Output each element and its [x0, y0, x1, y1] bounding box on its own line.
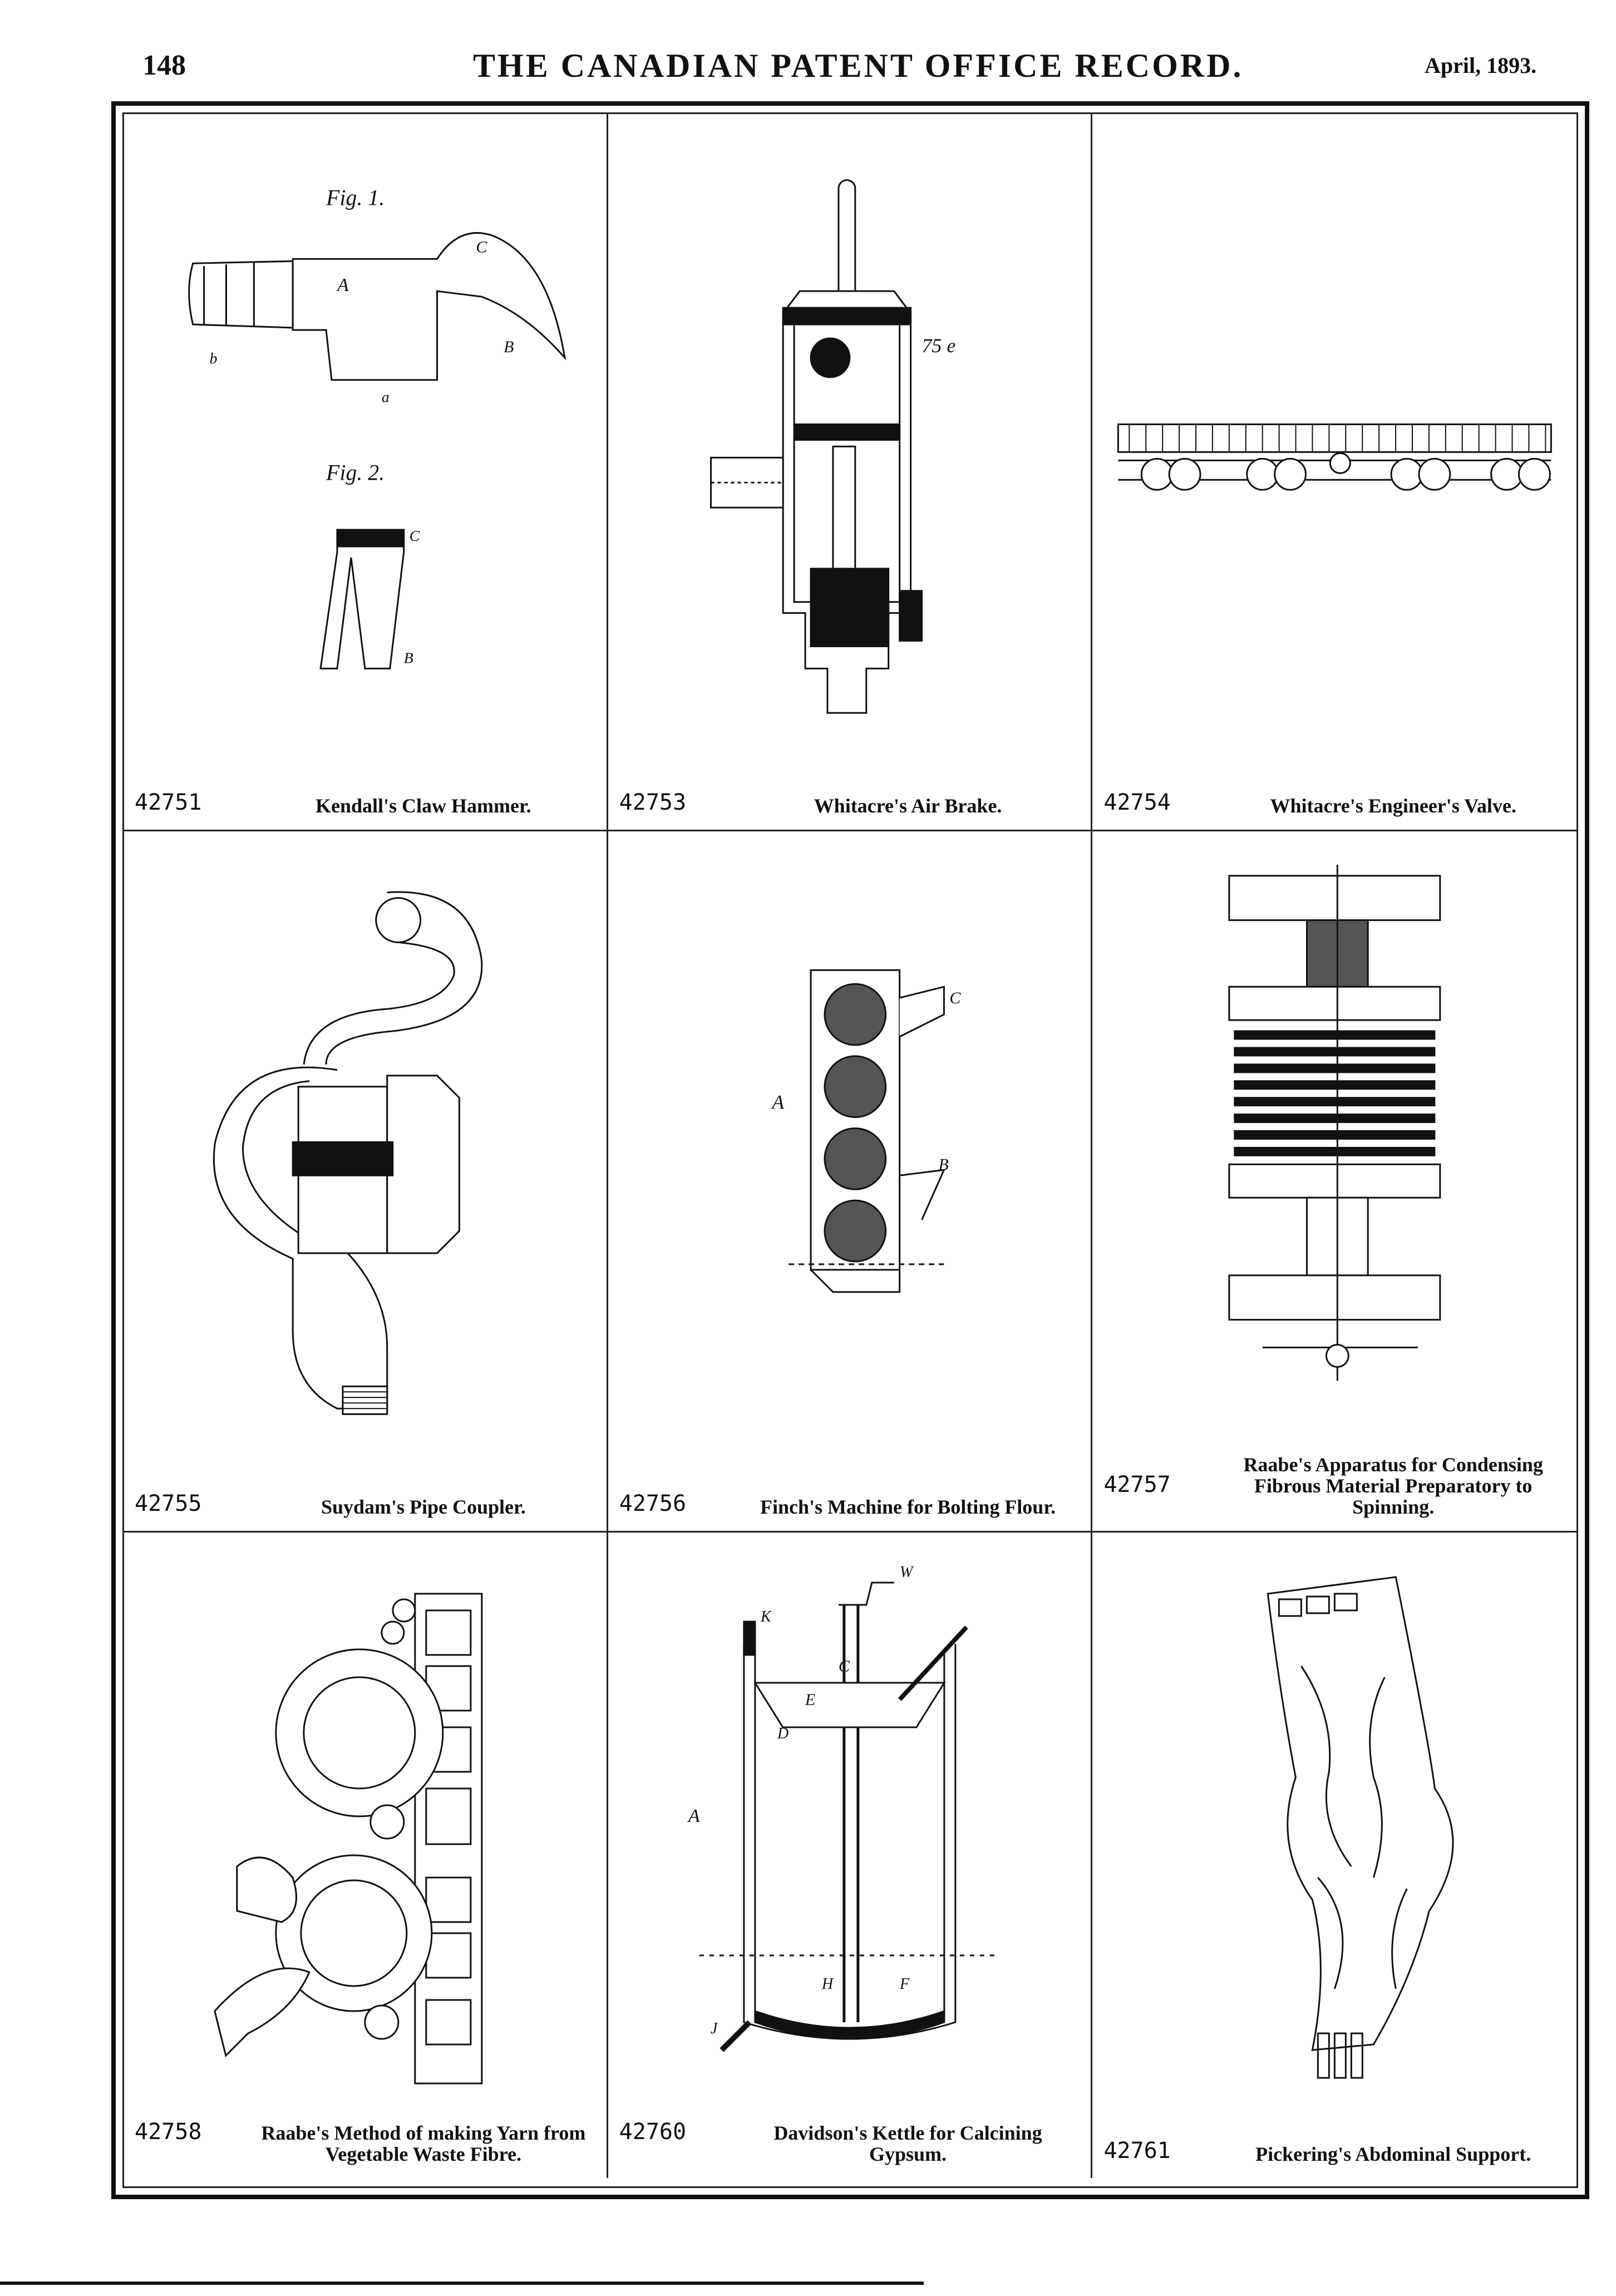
- patent-cell-42753: 75 e 42753 Whitacre's Air Brake.: [608, 114, 1093, 831]
- svg-text:C: C: [838, 1657, 850, 1676]
- plate-frame: Fig. 1. A C B a b Fig. 2. C B 42751 Kend…: [111, 101, 1589, 2199]
- claw-hammer-drawing: Fig. 1. A C B a b Fig. 2. C B: [124, 185, 607, 752]
- svg-text:A: A: [336, 275, 349, 295]
- patent-number: 42760: [619, 2119, 687, 2145]
- footer-rule: [0, 2282, 924, 2285]
- svg-text:Fig. 1.: Fig. 1.: [326, 185, 385, 210]
- page-header: 148 THE CANADIAN PATENT OFFICE RECORD. A…: [0, 0, 1616, 111]
- patent-cell-42755: 42755 Suydam's Pipe Coupler.: [124, 831, 608, 1533]
- patent-cell-42761: 42761 Pickering's Abdominal Support.: [1092, 1533, 1577, 2178]
- svg-text:C: C: [410, 528, 420, 545]
- patent-caption: 42758 Raabe's Method of making Yarn from…: [135, 2100, 595, 2167]
- patent-title: Finch's Machine for Bolting Flour.: [760, 1496, 1056, 1518]
- svg-text:Fig. 2.: Fig. 2.: [326, 460, 385, 485]
- svg-text:C: C: [949, 989, 961, 1007]
- patent-caption: 42751 Kendall's Claw Hammer.: [135, 752, 595, 819]
- yarn-machine-drawing: [124, 1533, 607, 2100]
- engineers-valve-drawing: [1092, 114, 1577, 752]
- patent-caption: 42755 Suydam's Pipe Coupler.: [135, 1453, 595, 1520]
- patent-caption: 42761 Pickering's Abdominal Support.: [1103, 2100, 1566, 2167]
- svg-text:H: H: [821, 1975, 834, 1993]
- patent-number: 42751: [135, 790, 202, 815]
- svg-text:J: J: [710, 2020, 718, 2037]
- abdominal-support-drawing: [1092, 1533, 1577, 2100]
- patent-cell-42751: Fig. 1. A C B a b Fig. 2. C B 42751 Kend…: [124, 114, 608, 831]
- patent-title: Pickering's Abdominal Support.: [1255, 2143, 1531, 2165]
- patent-cell-42756: A B C 42756 Finch's Machine for Bolting …: [608, 831, 1093, 1533]
- patent-caption: 42756 Finch's Machine for Bolting Flour.: [619, 1453, 1080, 1520]
- air-brake-drawing: 75 e: [608, 114, 955, 752]
- patent-title: Whitacre's Engineer's Valve.: [1270, 795, 1516, 817]
- svg-text:B: B: [938, 1155, 948, 1174]
- gypsum-kettle-drawing: A C D E F H J K W: [687, 1564, 1091, 2100]
- patent-cell-42758: 42758 Raabe's Method of making Yarn from…: [124, 1533, 608, 2178]
- patent-title: Whitacre's Air Brake.: [814, 795, 1002, 817]
- svg-text:B: B: [404, 649, 413, 667]
- patent-title: Raabe's Apparatus for Condensing Fibrous…: [1243, 1454, 1543, 1518]
- condensing-apparatus-drawing: [1092, 831, 1577, 1453]
- svg-text:A: A: [687, 1806, 699, 1826]
- patent-cell-42757: 42757 Raabe's Apparatus for Condensing F…: [1092, 831, 1577, 1533]
- patent-number: 42753: [619, 790, 687, 815]
- patent-number: 42757: [1103, 1472, 1171, 1497]
- svg-text:B: B: [504, 338, 514, 356]
- patent-caption: 42754 Whitacre's Engineer's Valve.: [1103, 752, 1566, 819]
- patent-title: Davidson's Kettle for Calcining Gypsum.: [773, 2122, 1042, 2165]
- svg-text:E: E: [804, 1691, 815, 1709]
- svg-text:C: C: [476, 238, 487, 256]
- patent-caption: 42760 Davidson's Kettle for Calcining Gy…: [619, 2100, 1080, 2167]
- patent-number: 42758: [135, 2119, 202, 2145]
- patent-title: Kendall's Claw Hammer.: [315, 795, 531, 817]
- patent-number: 42754: [1103, 790, 1171, 815]
- patent-number: 42761: [1103, 2138, 1171, 2164]
- svg-text:F: F: [899, 1975, 909, 1993]
- patent-grid: Fig. 1. A C B a b Fig. 2. C B 42751 Kend…: [124, 114, 1577, 2187]
- publication-title: THE CANADIAN PATENT OFFICE RECORD.: [473, 47, 1244, 84]
- bolting-flour-drawing: A B C: [771, 831, 961, 1453]
- svg-text:D: D: [776, 1725, 788, 1742]
- page-number: 148: [142, 50, 186, 81]
- patent-number: 42756: [619, 1491, 687, 1516]
- pipe-coupler-drawing: [124, 831, 607, 1453]
- patent-title: Suydam's Pipe Coupler.: [321, 1496, 526, 1518]
- svg-text:a: a: [382, 389, 390, 406]
- svg-text:W: W: [899, 1564, 914, 1581]
- svg-text:K: K: [760, 1608, 771, 1625]
- svg-text:b: b: [210, 350, 218, 367]
- issue-date: April, 1893.: [1425, 53, 1537, 78]
- patent-title: Raabe's Method of making Yarn from Veget…: [261, 2122, 586, 2165]
- svg-text:75 e: 75 e: [922, 334, 955, 357]
- patent-cell-42754: 42754 Whitacre's Engineer's Valve.: [1092, 114, 1577, 831]
- patent-cell-42760: A C D E F H J K W 42760 Davidson's Kettl…: [608, 1533, 1093, 2178]
- patent-caption: 42753 Whitacre's Air Brake.: [619, 752, 1080, 819]
- patent-caption: 42757 Raabe's Apparatus for Condensing F…: [1103, 1453, 1566, 1520]
- svg-text:A: A: [771, 1091, 785, 1113]
- patent-number: 42755: [135, 1491, 202, 1516]
